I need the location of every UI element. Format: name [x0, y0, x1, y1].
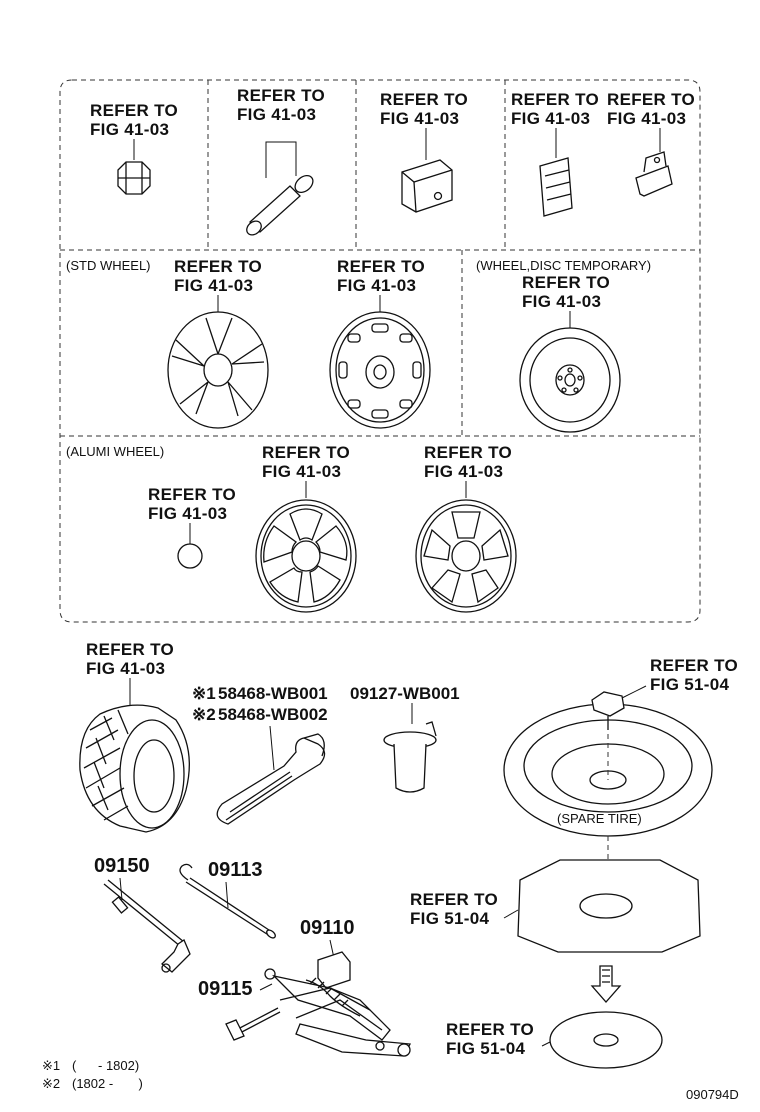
fig-ref[interactable]: FIG 51-04: [410, 909, 489, 928]
refer-label: REFER TO: [86, 640, 174, 659]
refer-label: REFER TO: [424, 443, 512, 462]
cell-clip-weights: REFER TO FIG 41-03 REFER TO FIG 41-03: [511, 90, 695, 217]
jack-handle: [103, 879, 191, 973]
part-number-09127-wb001[interactable]: 09127-WB001: [350, 684, 460, 703]
footnote-mark: ※2: [42, 1076, 60, 1091]
arrow-down-icon: [590, 965, 622, 1003]
alumi-wheel-1: [255, 499, 357, 613]
refer-label: REFER TO: [650, 656, 738, 675]
jack-bolt: [225, 1007, 281, 1041]
steel-wheel: [329, 311, 431, 429]
spare-tire-caption: (SPARE TIRE): [557, 811, 642, 826]
cell-wheel-cap: REFER TO FIG 41-03: [167, 257, 269, 429]
fig-ref[interactable]: FIG 51-04: [446, 1039, 525, 1058]
wheel-cap: [167, 311, 269, 429]
fig-ref[interactable]: FIG 41-03: [237, 105, 316, 124]
tool-bag: [383, 721, 437, 793]
refer-label: REFER TO: [380, 90, 468, 109]
group-label-std-wheel: (STD WHEEL): [66, 258, 151, 273]
hold-down-bolt: [591, 691, 625, 730]
fig-ref[interactable]: FIG 41-03: [90, 120, 169, 139]
fig-ref[interactable]: FIG 41-03: [148, 504, 227, 523]
note-mark: ※2: [192, 705, 216, 724]
fig-ref[interactable]: FIG 41-03: [174, 276, 253, 295]
fig-ref[interactable]: FIG 41-03: [511, 109, 590, 128]
tire: [79, 704, 190, 833]
balance-weight: [401, 159, 453, 213]
cell-center-ornament: REFER TO FIG 41-03: [148, 485, 236, 569]
footnote-mark: ※1: [42, 1058, 60, 1073]
fig-ref[interactable]: FIG 41-03: [380, 109, 459, 128]
footnote-range: ( - 1802): [72, 1058, 139, 1073]
cell-temporary-wheel: REFER TO FIG 41-03: [519, 273, 621, 433]
refer-label: REFER TO: [337, 257, 425, 276]
footnote-range: (1802 - ): [72, 1076, 143, 1091]
clip-weight: [635, 151, 673, 197]
refer-label: REFER TO: [237, 86, 325, 105]
refer-label: REFER TO: [262, 443, 350, 462]
alumi-wheel-2: [415, 499, 517, 613]
group-label-alumi-wheel: (ALUMI WHEEL): [66, 444, 164, 459]
cell-tool-bag: 09127-WB001: [350, 684, 460, 793]
refer-label: REFER TO: [90, 101, 178, 120]
cell-valve: REFER TO FIG 41-03: [237, 86, 325, 236]
note-mark: ※1: [192, 684, 216, 703]
part-number-58468-wb001[interactable]: 58468-WB001: [218, 684, 328, 703]
part-number-09113[interactable]: 09113: [208, 859, 263, 881]
jack-rod: [179, 863, 276, 939]
refer-label: REFER TO: [446, 1020, 534, 1039]
cell-steel-wheel: REFER TO FIG 41-03: [329, 257, 431, 429]
deck-board: [517, 859, 701, 953]
scissor-jack: [264, 951, 412, 1057]
refer-label: REFER TO: [511, 90, 599, 109]
cell-deck-board: REFER TO FIG 51-04: [410, 859, 701, 1003]
center-ornament: [177, 543, 203, 569]
hub-nut: [117, 161, 151, 195]
footnotes: ※1 ( - 1802) ※2 (1802 - ): [42, 1058, 143, 1091]
part-number-58468-wb002[interactable]: 58468-WB002: [218, 705, 328, 724]
cell-hub-nut: REFER TO FIG 41-03: [90, 101, 178, 195]
cell-alumi-wheel-1: REFER TO FIG 41-03: [255, 443, 357, 613]
group-label-temporary-wheel: (WHEEL,DISC TEMPORARY): [476, 258, 651, 273]
refer-label: REFER TO: [607, 90, 695, 109]
spare-tire: [503, 703, 713, 837]
cell-jack-handle: 09150: [94, 855, 191, 973]
cell-spare-tire: REFER TO FIG 51-04 (SPARE TIRE): [503, 656, 738, 900]
cell-tire: REFER TO FIG 41-03: [79, 640, 190, 833]
cell-alumi-wheel-2: REFER TO FIG 41-03: [415, 443, 517, 613]
tie-down-belt: [216, 733, 326, 825]
part-number-09110[interactable]: 09110: [300, 917, 355, 939]
cell-spacer-disc: REFER TO FIG 51-04: [446, 1011, 663, 1069]
adhesive-weight: [539, 157, 573, 217]
fig-ref[interactable]: FIG 51-04: [650, 675, 729, 694]
refer-label: REFER TO: [410, 890, 498, 909]
wheel-group-frame: [59, 79, 701, 623]
fig-ref[interactable]: FIG 41-03: [424, 462, 503, 481]
cell-tie-down-belt: ※1 58468-WB001 ※2 58468-WB002: [192, 684, 328, 825]
fig-ref[interactable]: FIG 41-03: [262, 462, 341, 481]
temporary-wheel: [519, 327, 621, 433]
part-number-09150[interactable]: 09150: [94, 855, 150, 877]
cell-jack-bolt: 09115: [198, 978, 281, 1041]
spacer-disc: [549, 1011, 663, 1069]
cell-balance-weight: REFER TO FIG 41-03: [380, 90, 468, 213]
fig-ref[interactable]: FIG 41-03: [337, 276, 416, 295]
cell-jack: 09110: [264, 917, 412, 1057]
diagram-id: 090794D: [686, 1087, 739, 1102]
fig-ref[interactable]: FIG 41-03: [607, 109, 686, 128]
fig-ref[interactable]: FIG 41-03: [86, 659, 165, 678]
fig-ref[interactable]: FIG 41-03: [522, 292, 601, 311]
refer-label: REFER TO: [174, 257, 262, 276]
part-number-09115[interactable]: 09115: [198, 978, 253, 1000]
cell-jack-rod: 09113: [179, 859, 276, 939]
refer-label: REFER TO: [148, 485, 236, 504]
tire-valve: [246, 174, 314, 236]
refer-label: REFER TO: [522, 273, 610, 292]
